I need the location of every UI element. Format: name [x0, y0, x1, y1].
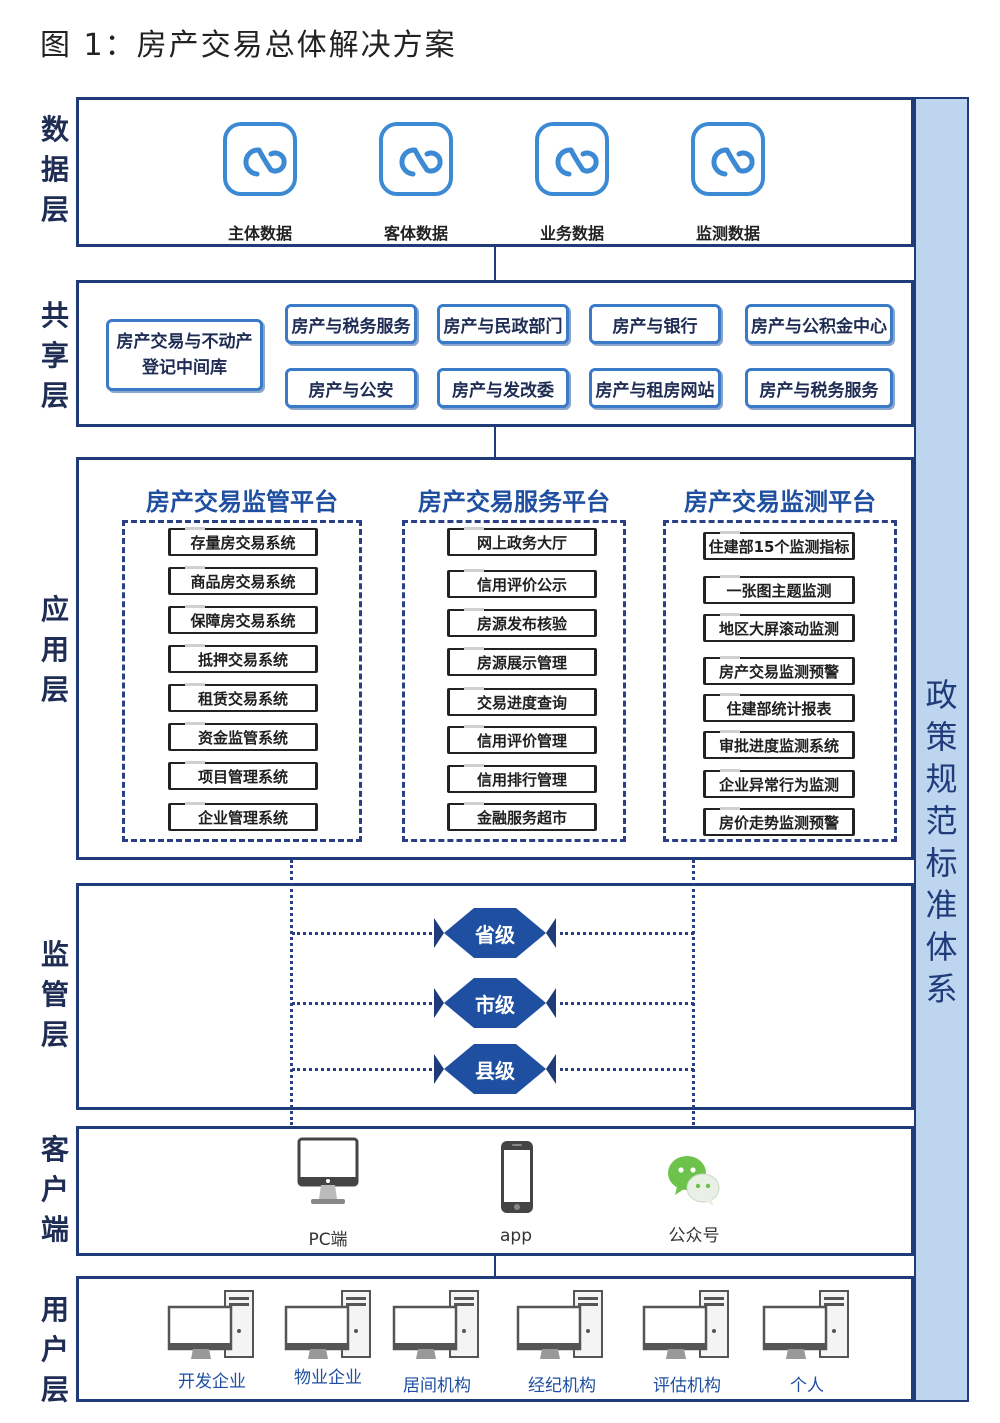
user-label: 经纪机构 — [528, 1376, 596, 1396]
system-item: 网上政务大厅 — [447, 527, 597, 556]
shared-link-box: 房产与税务服务 — [745, 368, 893, 408]
level-label: 市级 — [475, 992, 515, 1017]
shared-link-box: 房产与公安 — [285, 368, 417, 408]
connector-client-user — [494, 1254, 496, 1276]
system-item: 保障房交易系统 — [168, 605, 318, 634]
smartphone-icon — [499, 1139, 535, 1219]
cloud-link-icon — [535, 122, 609, 196]
computer-icon — [167, 1289, 259, 1367]
user-label: 物业企业 — [294, 1368, 362, 1388]
level-label: 省级 — [475, 922, 515, 947]
platform-title: 房产交易服务平台 — [418, 488, 610, 516]
user-label: 个人 — [790, 1376, 824, 1396]
system-item: 房源展示管理 — [447, 647, 597, 676]
shared-layer: 房产交易与不动产 登记中间库 房产与税务服务房产与民政部门房产与银行房产与公积金… — [76, 280, 914, 427]
client-label: app — [500, 1226, 532, 1246]
data-item-label: 业务数据 — [539, 224, 604, 243]
layer-label-shared: 共享层 — [40, 299, 69, 412]
computer-icon — [392, 1289, 484, 1367]
cloud-link-icon — [691, 122, 765, 196]
computer-icon — [762, 1289, 854, 1367]
system-item: 信用排行管理 — [447, 764, 597, 793]
policy-column: 政策规范标准体系 — [914, 97, 969, 1402]
supervision-left-link — [290, 860, 293, 1125]
level-label: 县级 — [475, 1058, 515, 1083]
system-item: 资金监管系统 — [168, 722, 318, 751]
computer-icon — [284, 1289, 376, 1367]
dotted-link-left — [292, 932, 432, 935]
policy-label: 政策规范标准体系 — [925, 676, 958, 1008]
system-item: 住建部统计报表 — [703, 693, 855, 722]
system-item: 企业异常行为监测 — [703, 769, 855, 798]
system-item: 商品房交易系统 — [168, 566, 318, 595]
system-item: 企业管理系统 — [168, 802, 318, 831]
computer-icon — [642, 1289, 734, 1367]
system-item: 房源发布核验 — [447, 608, 597, 637]
system-item: 住建部15个监测指标 — [703, 531, 855, 560]
system-item: 信用评价公示 — [447, 569, 597, 598]
platform-title: 房产交易监测平台 — [684, 488, 876, 516]
system-item: 地区大屏滚动监测 — [703, 613, 855, 642]
user-layer: 开发企业 物业企业 居间机构 经纪机构 评估机构 个人 — [76, 1276, 914, 1402]
data-item-label: 客体数据 — [383, 224, 448, 243]
system-item: 抵押交易系统 — [168, 644, 318, 673]
platform-group — [402, 520, 626, 842]
connector-data-shared — [494, 247, 496, 280]
shared-link-box: 房产与税务服务 — [285, 304, 417, 344]
shared-link-box: 房产与银行 — [589, 304, 721, 344]
data-item-label: 监测数据 — [695, 224, 760, 243]
shared-main-box: 房产交易与不动产 登记中间库 — [106, 319, 263, 391]
shared-main-label: 房产交易与不动产 登记中间库 — [116, 332, 253, 378]
figure-title: 图 1：房产交易总体解决方案 — [40, 28, 457, 63]
computer-icon — [516, 1289, 608, 1367]
dotted-link-right — [560, 1002, 694, 1005]
shared-link-box: 房产与民政部门 — [437, 304, 569, 344]
level-node: 县级 — [430, 1040, 560, 1098]
platform-group — [122, 520, 362, 842]
layer-label-client: 客户端 — [40, 1133, 69, 1246]
supervision-right-link — [692, 860, 695, 1125]
system-item: 项目管理系统 — [168, 761, 318, 790]
client-label: PC端 — [308, 1230, 348, 1250]
user-label: 评估机构 — [653, 1376, 721, 1396]
level-node: 市级 — [430, 974, 560, 1032]
monitor-icon — [297, 1137, 359, 1215]
layer-label-user: 用户层 — [40, 1293, 69, 1406]
client-label: 公众号 — [668, 1226, 720, 1246]
wechat-icon — [667, 1153, 721, 1211]
data-layer: 主体数据 客体数据 业务数据 监测数据 — [76, 97, 914, 247]
dotted-link-left — [292, 1002, 432, 1005]
client-layer: PC端 app 公众号 — [76, 1126, 914, 1256]
dotted-link-left — [292, 1068, 432, 1071]
system-item: 信用评价管理 — [447, 725, 597, 754]
system-item: 交易进度查询 — [447, 687, 597, 716]
system-item: 租赁交易系统 — [168, 683, 318, 712]
system-item: 存量房交易系统 — [168, 527, 318, 556]
level-node: 省级 — [430, 904, 560, 962]
connector-shared-app — [494, 426, 496, 458]
layer-label-application: 应用层 — [40, 593, 69, 706]
system-item: 审批进度监测系统 — [703, 730, 855, 759]
platform-group — [663, 520, 897, 842]
user-label: 开发企业 — [178, 1372, 246, 1392]
platform-title: 房产交易监管平台 — [146, 488, 338, 516]
layer-label-supervision: 监管层 — [40, 938, 69, 1051]
dotted-link-right — [560, 932, 694, 935]
data-item-label: 主体数据 — [227, 224, 292, 243]
system-item: 金融服务超市 — [447, 802, 597, 831]
user-label: 居间机构 — [403, 1376, 471, 1396]
cloud-link-icon — [379, 122, 453, 196]
cloud-link-icon — [223, 122, 297, 196]
system-item: 房价走势监测预警 — [703, 807, 855, 836]
application-layer: 房产交易监管平台存量房交易系统商品房交易系统保障房交易系统抵押交易系统租赁交易系… — [76, 457, 914, 860]
system-item: 房产交易监测预警 — [703, 656, 855, 685]
shared-link-box: 房产与发改委 — [437, 368, 569, 408]
shared-link-box: 房产与公积金中心 — [745, 304, 893, 344]
dotted-link-right — [560, 1068, 694, 1071]
system-item: 一张图主题监测 — [703, 575, 855, 604]
layer-label-data: 数据层 — [40, 113, 69, 226]
shared-link-box: 房产与租房网站 — [589, 368, 721, 408]
